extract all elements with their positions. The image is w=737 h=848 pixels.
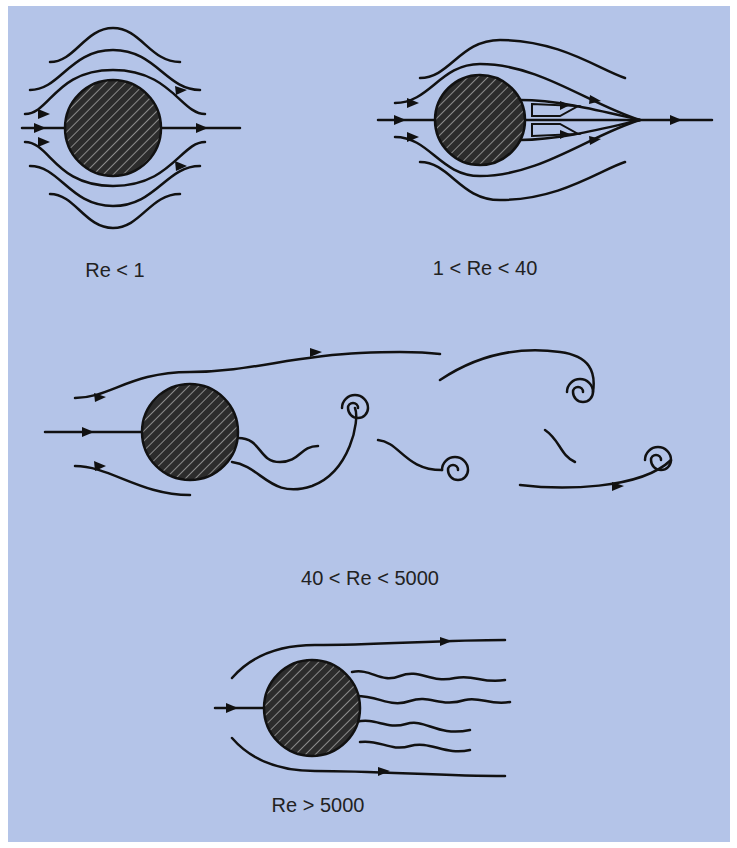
arrowhead — [589, 95, 601, 104]
streamline — [232, 408, 356, 489]
arrowhead — [560, 130, 570, 139]
arrowhead — [407, 98, 419, 108]
arrowheads — [82, 348, 624, 491]
streamline — [440, 350, 594, 392]
streamline — [356, 721, 470, 732]
streamline — [378, 440, 442, 470]
arrowhead — [560, 101, 570, 110]
streamline — [50, 28, 180, 62]
arrowhead — [310, 348, 322, 357]
streamline — [232, 738, 505, 776]
cylinder — [65, 80, 161, 176]
arrowhead — [407, 132, 419, 142]
streamline — [545, 430, 575, 462]
reynolds-label: 1 < Re < 40 — [433, 256, 538, 280]
streamline — [645, 447, 671, 470]
streamline — [215, 707, 264, 710]
arrowhead — [226, 703, 238, 713]
streamline — [420, 40, 625, 78]
arrowheads — [226, 637, 452, 776]
streamlines-re-1-40 — [378, 40, 712, 200]
arrowhead — [670, 115, 682, 125]
reynolds-label: 40 < Re < 5000 — [301, 566, 439, 590]
arrowhead — [175, 86, 187, 95]
streamline — [356, 696, 510, 703]
arrowhead — [612, 482, 624, 491]
reynolds-label: Re < 1 — [85, 258, 144, 282]
streamlines-re-lt-1 — [22, 28, 240, 228]
streamline — [532, 124, 578, 136]
arrowhead — [94, 461, 106, 471]
streamline — [378, 119, 435, 122]
arrowhead — [94, 393, 106, 402]
streamlines-re-gt-5000 — [215, 640, 510, 776]
arrowhead — [589, 136, 601, 145]
arrowhead — [175, 161, 187, 171]
arrowhead — [38, 137, 50, 147]
streamline — [360, 742, 470, 752]
streamline — [420, 162, 625, 200]
arrowhead — [34, 123, 46, 133]
reynolds-label: Re > 5000 — [272, 793, 365, 817]
streamline — [75, 352, 440, 398]
arrowhead — [394, 115, 406, 125]
arrowhead — [38, 109, 50, 119]
cylinder — [142, 384, 238, 480]
streamline — [567, 379, 593, 402]
cylinder — [435, 75, 525, 165]
streamline — [352, 671, 505, 681]
arrowhead — [440, 637, 452, 646]
streamline — [50, 194, 180, 228]
streamline — [342, 395, 368, 418]
streamline — [520, 100, 640, 140]
arrowhead — [82, 427, 94, 437]
streamline — [532, 104, 578, 116]
streamline — [520, 460, 671, 487]
streamline — [525, 119, 712, 122]
streamline — [442, 457, 468, 480]
streamlines-re-40-5000 — [45, 350, 671, 495]
arrowhead — [196, 123, 208, 133]
arrowhead — [378, 767, 390, 776]
streamline — [238, 438, 318, 462]
cylinder — [264, 660, 360, 756]
